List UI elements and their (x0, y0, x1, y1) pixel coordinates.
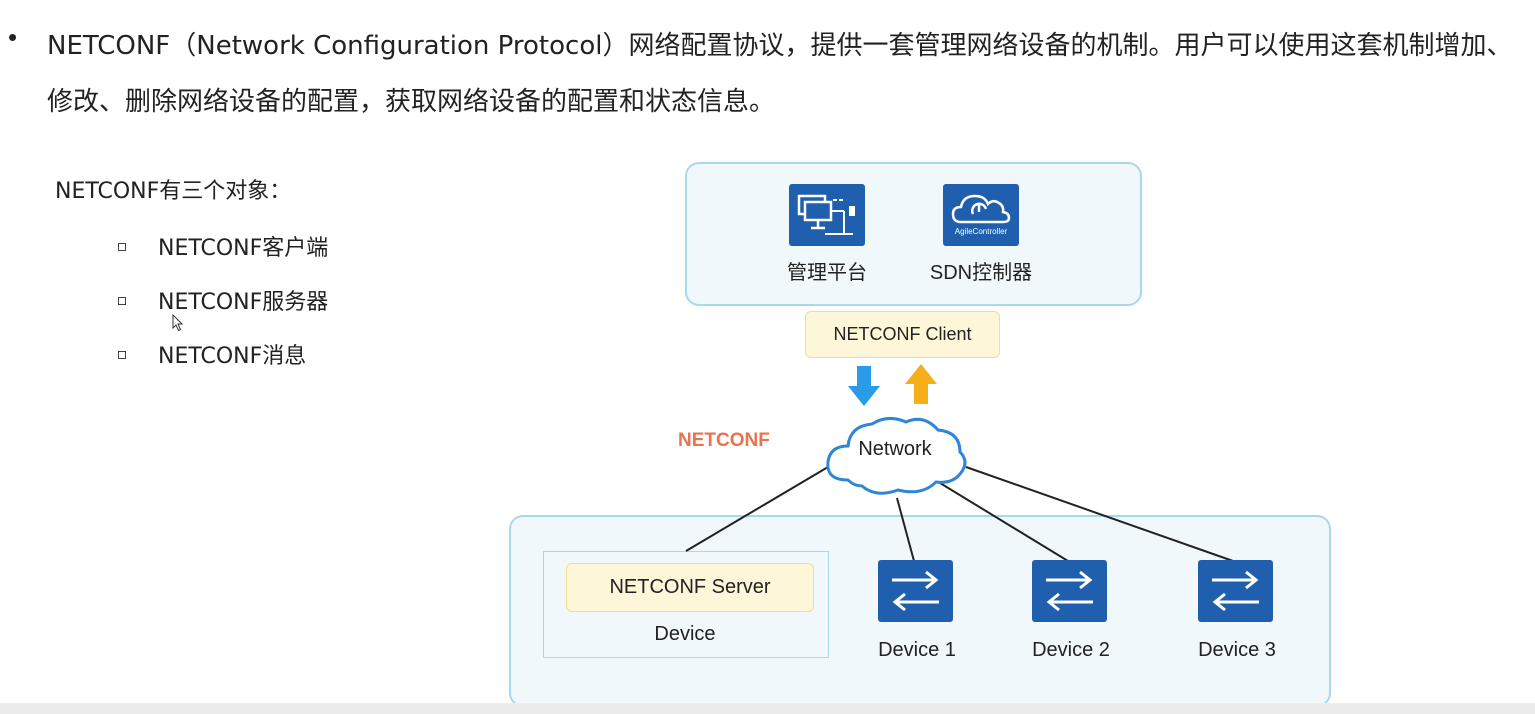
cloud-controller-icon (951, 194, 1011, 224)
switch-device-3 (1198, 560, 1273, 622)
object-item-server: NETCONF服务器 (118, 284, 328, 316)
sdn-controller-label: SDN控制器 (929, 262, 1033, 284)
arrow-down-icon (848, 366, 880, 406)
object-item-message: NETCONF消息 (118, 338, 306, 370)
management-platform-tile (789, 184, 865, 246)
link-line-device-3 (965, 466, 1234, 562)
management-panel (685, 162, 1142, 306)
object-item-label: NETCONF消息 (158, 344, 307, 369)
link-line-device-1 (896, 497, 915, 562)
link-line-device (685, 466, 829, 552)
square-bullet-icon (118, 243, 126, 251)
sdn-controller-tile: AgileController (943, 184, 1019, 246)
switch-device-1 (878, 560, 953, 622)
switch-icon (892, 570, 939, 612)
object-item-label: NETCONF客户端 (158, 236, 329, 261)
object-item-client: NETCONF客户端 (118, 230, 328, 262)
management-platform-label: 管理平台 (787, 262, 867, 284)
netconf-protocol-label: NETCONF (678, 430, 770, 451)
device-2-label: Device 2 (1032, 639, 1110, 661)
objects-title: NETCONF有三个对象： (55, 179, 292, 204)
switch-icon (1046, 570, 1093, 612)
switch-device-2 (1032, 560, 1107, 622)
square-bullet-icon (118, 351, 126, 359)
bullet-dot: • (8, 22, 18, 52)
netconf-server-box: NETCONF Server (566, 563, 814, 612)
netconf-client-box: NETCONF Client (805, 311, 1000, 358)
intro-paragraph: NETCONF（Network Configuration Protocol）网… (47, 31, 1513, 117)
computer-network-icon (797, 194, 855, 235)
switch-icon (1212, 570, 1259, 612)
arrow-up-icon (905, 364, 937, 404)
device-1-label: Device 1 (878, 639, 956, 661)
device-3-label: Device 3 (1198, 639, 1276, 661)
link-line-device-2 (939, 482, 1069, 562)
object-item-label: NETCONF服务器 (158, 290, 329, 315)
bottom-edge (0, 703, 1535, 714)
square-bullet-icon (118, 297, 126, 305)
network-cloud-icon (826, 417, 967, 495)
device-label: Device (654, 623, 716, 645)
network-label: Network (858, 438, 932, 460)
agile-controller-text: AgileController (954, 227, 1008, 236)
mouse-cursor-icon (172, 314, 184, 332)
